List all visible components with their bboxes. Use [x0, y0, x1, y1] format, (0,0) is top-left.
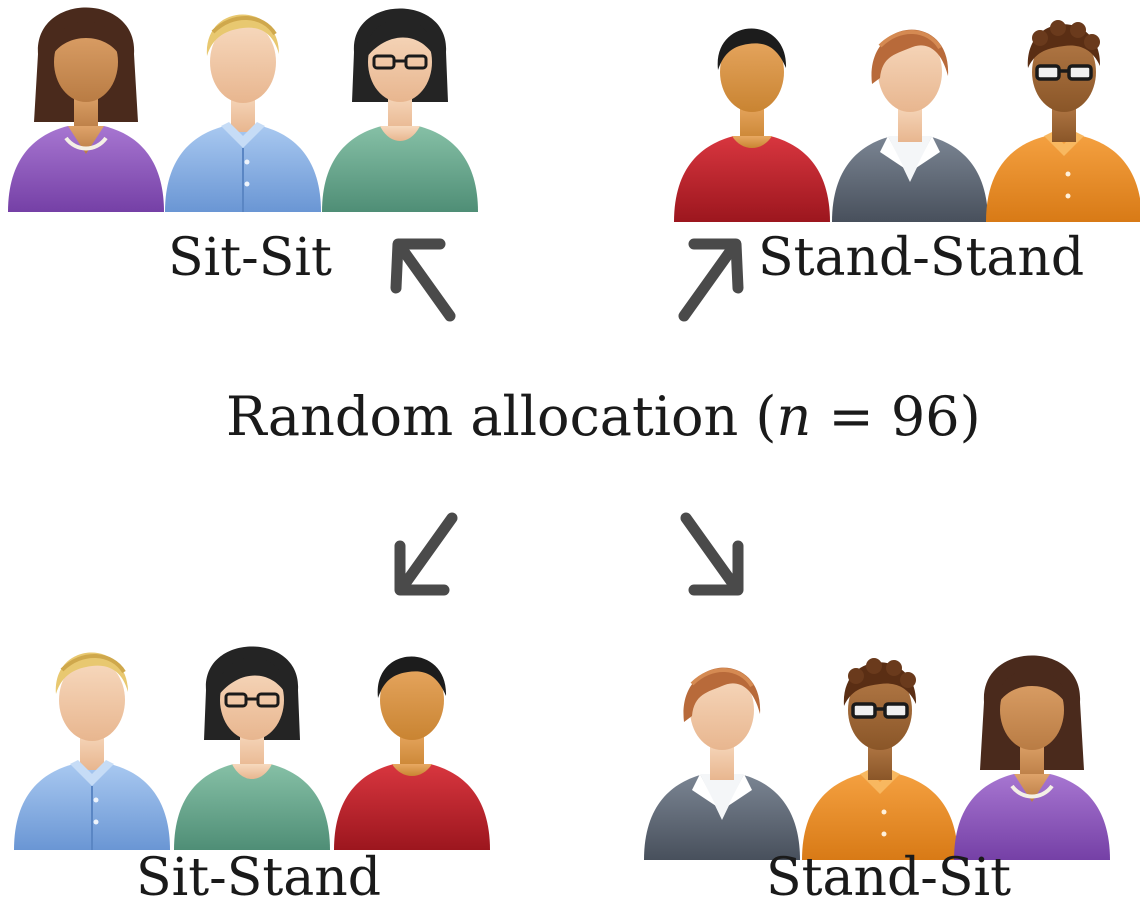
group-sit-sit-people — [6, 5, 480, 214]
group-label-stand-sit: Stand-Sit — [766, 848, 1012, 908]
center-text-after: = 96) — [811, 385, 981, 448]
arrow-down-left-icon — [394, 512, 458, 596]
group-label-stand-stand: Stand-Stand — [758, 228, 1085, 288]
person-icon — [6, 5, 166, 214]
group-label-sit-sit: Sit-Sit — [168, 228, 332, 288]
arrow-down-right-icon — [680, 512, 744, 596]
person-icon — [172, 645, 332, 852]
group-stand-stand-people — [674, 18, 1140, 224]
group-sit-stand-people — [12, 645, 490, 852]
group-label-sit-stand: Sit-Stand — [136, 848, 382, 908]
person-icon — [952, 653, 1112, 862]
person-icon — [320, 7, 480, 214]
arrow-up-left-icon — [390, 238, 456, 322]
person-icon — [12, 650, 172, 852]
random-allocation-label: Random allocation (n = 96) — [226, 390, 981, 444]
person-icon — [830, 27, 990, 224]
person-icon — [642, 665, 802, 862]
person-icon — [674, 28, 830, 222]
person-icon — [984, 18, 1140, 224]
center-variable: n — [776, 385, 812, 448]
arrow-up-right-icon — [678, 238, 744, 322]
person-icon — [334, 656, 490, 850]
group-stand-sit-people — [642, 653, 1112, 862]
person-icon — [800, 656, 960, 862]
center-text-before: Random allocation ( — [226, 385, 777, 448]
person-icon — [163, 12, 323, 214]
